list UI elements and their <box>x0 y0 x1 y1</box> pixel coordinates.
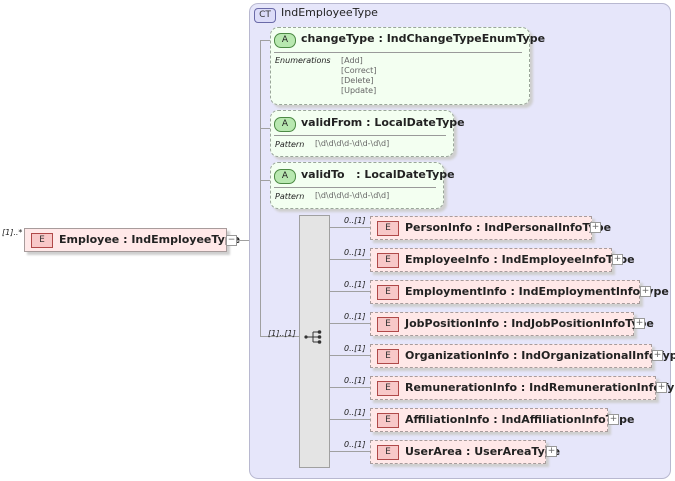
element-cardinality: 0..[1] <box>344 376 366 385</box>
complex-type-title: IndEmployeeType <box>281 6 378 19</box>
attribute-label: validTo : LocalDateType <box>301 168 455 181</box>
connector-line <box>329 419 370 420</box>
connector-line <box>260 40 261 336</box>
expand-icon[interactable]: + <box>608 414 619 425</box>
element-cardinality: 0..[1] <box>344 440 366 449</box>
connector-line <box>260 128 270 129</box>
element-cardinality: 0..[1] <box>344 216 366 225</box>
connector-line <box>260 180 270 181</box>
attribute-badge: A <box>274 169 296 184</box>
facet-label: Enumerations <box>275 56 331 65</box>
element-label: EmploymentInfo : IndEmploymentInfoType <box>405 285 669 298</box>
sequence-icon <box>304 330 322 344</box>
connector-line <box>329 259 370 260</box>
element-badge: E <box>377 221 399 236</box>
element-badge: E <box>377 317 399 332</box>
element-label: OrganizationInfo : IndOrganizationalInfo… <box>405 349 675 362</box>
element-userarea[interactable]: E UserArea : UserAreaType <box>370 440 560 464</box>
expand-icon[interactable]: + <box>612 254 623 265</box>
element-label: RemunerationInfo : IndRemunerationInfoTy… <box>405 381 675 394</box>
element-badge: E <box>377 285 399 300</box>
element-cardinality: 0..[1] <box>344 312 366 321</box>
element-employmentinfo[interactable]: E EmploymentInfo : IndEmploymentInfoType <box>370 280 669 304</box>
element-organizationinfo[interactable]: E OrganizationInfo : IndOrganizationalIn… <box>370 344 675 368</box>
element-cardinality: 0..[1] <box>344 248 366 257</box>
attribute-validto[interactable] <box>270 162 444 209</box>
root-element-employee[interactable]: E Employee : IndEmployeeType <box>24 228 240 252</box>
root-cardinality: [1]..* <box>2 228 23 237</box>
connector-line <box>329 323 370 324</box>
connector-line <box>329 355 370 356</box>
element-badge: E <box>31 233 53 248</box>
sequence-cardinality: [1]..[1] <box>268 329 296 338</box>
facet-value: [\d\d\d\d-\d\d-\d\d] <box>315 139 390 148</box>
collapse-icon[interactable]: − <box>226 235 237 246</box>
element-badge: E <box>377 381 399 396</box>
element-label: PersonInfo : IndPersonalInfoType <box>405 221 612 234</box>
connector-line <box>237 240 260 241</box>
facet-label: Pattern <box>275 140 305 149</box>
connector-line <box>260 336 300 337</box>
attribute-label: validFrom : LocalDateType <box>301 116 465 129</box>
element-affiliationinfo[interactable]: E AffiliationInfo : IndAffiliationInfoTy… <box>370 408 634 432</box>
expand-icon[interactable]: + <box>634 318 645 329</box>
expand-icon[interactable]: + <box>656 382 667 393</box>
attribute-badge: A <box>274 117 296 132</box>
facet-value: [Delete] <box>341 76 374 85</box>
connector-line <box>329 387 370 388</box>
facet-value: [Correct] <box>341 66 377 75</box>
attribute-badge: A <box>274 33 296 48</box>
divider <box>274 187 436 188</box>
facet-value: [\d\d\d\d-\d\d-\d\d] <box>315 191 390 200</box>
facet-value: [Update] <box>341 86 377 95</box>
connector-line <box>329 227 370 228</box>
connector-line <box>329 291 370 292</box>
element-jobpositioninfo[interactable]: E JobPositionInfo : IndJobPositionInfoTy… <box>370 312 654 336</box>
facet-label: Pattern <box>275 192 305 201</box>
element-label: UserArea : UserAreaType <box>405 445 561 458</box>
element-badge: E <box>377 413 399 428</box>
expand-icon[interactable]: + <box>590 222 601 233</box>
element-employeeinfo[interactable]: E EmployeeInfo : IndEmployeeInfoType <box>370 248 635 272</box>
element-label: JobPositionInfo : IndJobPositionInfoType <box>405 317 654 330</box>
element-personinfo[interactable]: E PersonInfo : IndPersonalInfoType <box>370 216 611 240</box>
expand-icon[interactable]: + <box>546 446 557 457</box>
element-remunerationinfo[interactable]: E RemunerationInfo : IndRemunerationInfo… <box>370 376 675 400</box>
element-label: EmployeeInfo : IndEmployeeInfoType <box>405 253 635 266</box>
divider <box>274 135 446 136</box>
expand-icon[interactable]: + <box>652 350 663 361</box>
element-cardinality: 0..[1] <box>344 280 366 289</box>
element-cardinality: 0..[1] <box>344 408 366 417</box>
element-label: AffiliationInfo : IndAffiliationInfoType <box>405 413 635 426</box>
complex-type-badge: CT <box>254 8 276 23</box>
element-label: Employee : IndEmployeeType <box>59 233 241 246</box>
element-badge: E <box>377 445 399 460</box>
element-cardinality: 0..[1] <box>344 344 366 353</box>
attribute-label: changeType : IndChangeTypeEnumType <box>301 32 546 45</box>
element-badge: E <box>377 253 399 268</box>
facet-value: [Add] <box>341 56 363 65</box>
attribute-changetype[interactable] <box>270 27 530 105</box>
attribute-validfrom[interactable] <box>270 110 454 157</box>
connector-line <box>329 451 370 452</box>
connector-line <box>260 40 270 41</box>
element-badge: E <box>377 349 399 364</box>
divider <box>274 52 522 53</box>
expand-icon[interactable]: + <box>640 286 651 297</box>
